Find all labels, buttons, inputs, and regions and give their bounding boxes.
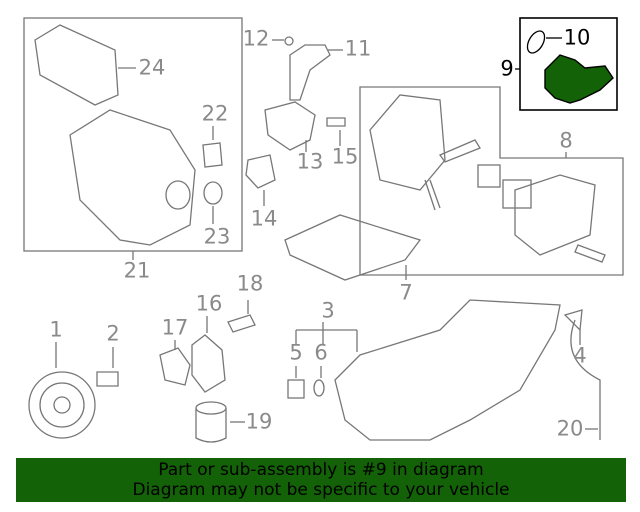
bolt-part-12 bbox=[284, 36, 294, 46]
oring-part-10 bbox=[526, 30, 546, 54]
highlighted-part-box bbox=[519, 17, 618, 111]
bolt-part-2 bbox=[96, 371, 119, 387]
callout-11[interactable]: 11 bbox=[344, 36, 372, 61]
crank-pulley-part-1 bbox=[28, 371, 96, 439]
bracket-part-14 bbox=[245, 154, 276, 189]
gasket-part-22 bbox=[202, 142, 223, 168]
drain-plug-part-5 bbox=[287, 379, 305, 399]
solenoid-part-11 bbox=[289, 44, 331, 101]
callout-2[interactable]: 2 bbox=[106, 321, 120, 346]
callout-15[interactable]: 15 bbox=[331, 144, 359, 169]
intake-manifold-part bbox=[69, 109, 196, 246]
callout-4[interactable]: 4 bbox=[573, 343, 587, 368]
callout-7[interactable]: 7 bbox=[399, 280, 413, 305]
callout-23[interactable]: 23 bbox=[203, 224, 231, 249]
intake-manifold-group-box bbox=[23, 17, 243, 252]
callout-19[interactable]: 19 bbox=[245, 409, 273, 434]
oring-part-23 bbox=[203, 181, 223, 205]
callout-5[interactable]: 5 bbox=[289, 340, 303, 365]
info-banner: Part or sub-assembly is #9 in diagram Di… bbox=[16, 458, 626, 502]
callout-17[interactable]: 17 bbox=[161, 315, 189, 340]
engine-cover-part bbox=[34, 24, 119, 106]
oil-filter-part-19 bbox=[195, 408, 227, 443]
banner-part-line: Part or sub-assembly is #9 in diagram bbox=[158, 460, 484, 480]
bolt-part-15 bbox=[326, 117, 346, 127]
housing-part-13 bbox=[264, 101, 316, 151]
baffle-part-7 bbox=[284, 214, 422, 281]
adapter-part-16 bbox=[191, 334, 226, 393]
callout-21[interactable]: 21 bbox=[123, 258, 151, 283]
callout-6[interactable]: 6 bbox=[314, 340, 328, 365]
throttle-opening bbox=[165, 180, 191, 210]
callout-12[interactable]: 12 bbox=[242, 26, 270, 51]
callout-14[interactable]: 14 bbox=[250, 206, 278, 231]
callout-13[interactable]: 13 bbox=[296, 149, 324, 174]
callout-20[interactable]: 20 bbox=[556, 416, 584, 441]
callout-16[interactable]: 16 bbox=[195, 291, 223, 316]
washer-part-6 bbox=[313, 379, 325, 397]
selected-part-9[interactable] bbox=[544, 54, 614, 104]
callout-3[interactable]: 3 bbox=[321, 298, 335, 323]
bolt-part-18 bbox=[227, 314, 256, 333]
gasket-part-17 bbox=[159, 347, 191, 386]
callout-10[interactable]: 10 bbox=[563, 25, 591, 50]
callout-18[interactable]: 18 bbox=[236, 271, 264, 296]
oil-pump-body bbox=[514, 174, 596, 256]
callout-22[interactable]: 22 bbox=[201, 101, 229, 126]
callout-9[interactable]: 9 bbox=[500, 56, 514, 81]
oil-pan-part bbox=[334, 299, 561, 441]
banner-disclaimer-line: Diagram may not be specific to your vehi… bbox=[132, 480, 510, 500]
callout-24[interactable]: 24 bbox=[138, 55, 166, 80]
oil-pump-housing bbox=[369, 94, 446, 191]
callout-1[interactable]: 1 bbox=[49, 317, 63, 342]
dipstick-part-4-20 bbox=[563, 309, 601, 440]
callout-8[interactable]: 8 bbox=[559, 128, 573, 153]
